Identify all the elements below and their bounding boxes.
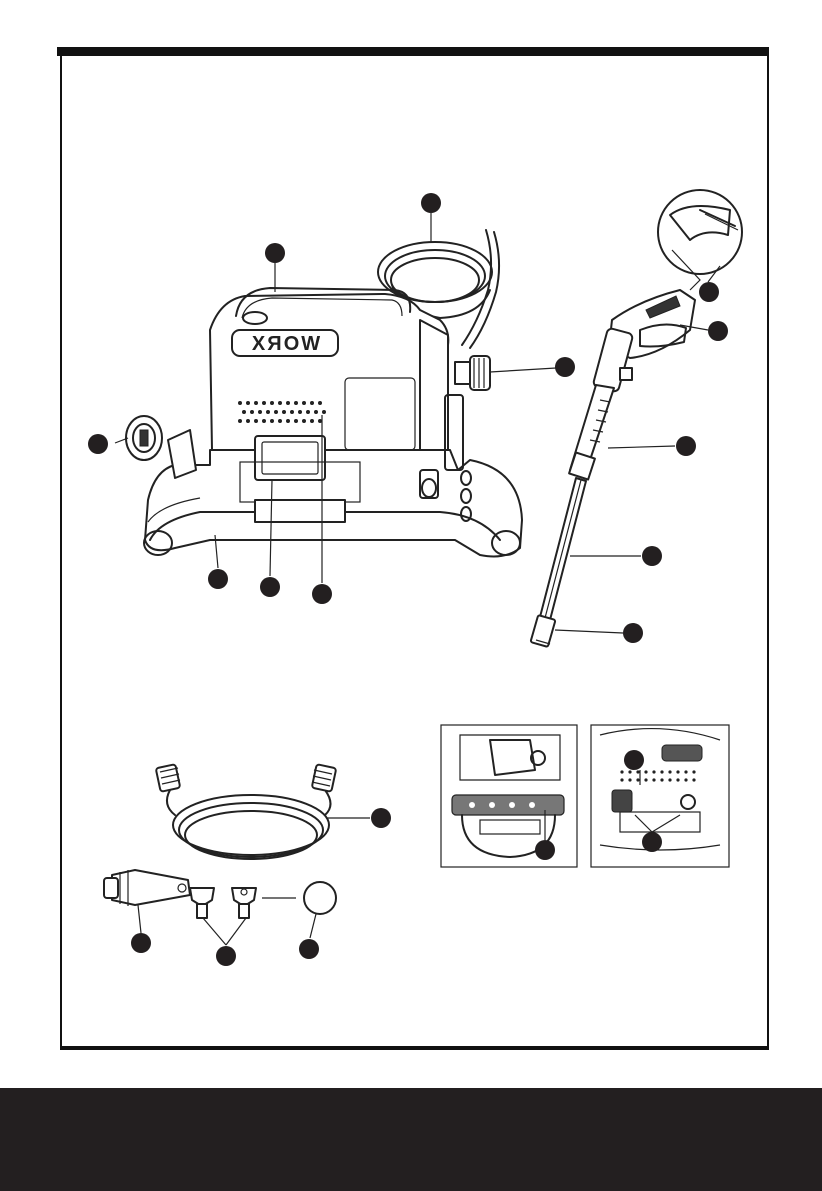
hose-knob-callout — [555, 357, 575, 377]
high-pressure-hose — [156, 764, 337, 859]
vent-hole — [262, 419, 266, 423]
vent-hole — [294, 401, 298, 405]
inset-left — [441, 725, 577, 867]
vent-hole — [310, 419, 314, 423]
inset-left-callout — [535, 840, 555, 860]
vent-hole — [286, 401, 290, 405]
inset-vent-hole — [660, 770, 663, 773]
inset-vent-hole — [692, 778, 695, 781]
quick-connect-nozzles — [190, 888, 256, 918]
inset-vent-hole — [668, 770, 671, 773]
inset-vent-hole — [660, 778, 663, 781]
rotary-turbo-nozzle — [104, 870, 190, 906]
vent-hole — [254, 401, 258, 405]
vent-hole — [258, 410, 262, 414]
vent-hole — [290, 410, 294, 414]
lance-callout — [642, 546, 662, 566]
inset-vent-hole — [636, 778, 639, 781]
vent-hole — [242, 410, 246, 414]
motor-housing — [210, 294, 448, 450]
inset-right-top-callout — [624, 750, 644, 770]
inset-vent-hole — [652, 770, 655, 773]
inset-vent-hole — [620, 770, 623, 773]
power-switch-callout — [260, 577, 280, 597]
vent-hole — [246, 401, 250, 405]
inset-vent-hole — [676, 778, 679, 781]
inset-vent-hole — [644, 770, 647, 773]
trigger-callout — [708, 321, 728, 341]
vent-hole — [254, 419, 258, 423]
vent-hole — [262, 401, 266, 405]
gun-holder-zoom-callout — [699, 282, 719, 302]
hp-hose-callout — [371, 808, 391, 828]
vent-hole — [274, 410, 278, 414]
vent-hole — [286, 419, 290, 423]
vent-hole — [238, 419, 242, 423]
rotary-nozzle-callout — [131, 933, 151, 953]
vent-hole — [278, 419, 282, 423]
trigger-lock-zoom — [658, 190, 742, 274]
carry-handle-callout — [265, 243, 285, 263]
accessory-circle-callout — [299, 939, 319, 959]
inset-vent-hole — [636, 770, 639, 773]
spray-gun-assembly — [530, 190, 742, 647]
inlet-filter-callout — [88, 434, 108, 454]
inset-vent-hole — [668, 778, 671, 781]
vent-grille-callout — [312, 584, 332, 604]
vent-hole — [294, 419, 298, 423]
vent-hole — [238, 401, 242, 405]
vent-hole — [270, 419, 274, 423]
inset-vent-hole — [676, 770, 679, 773]
hose-reel-callout — [421, 193, 441, 213]
inset-vent-hole — [620, 778, 623, 781]
vent-hole — [302, 401, 306, 405]
inset-vent-hole — [684, 778, 687, 781]
vent-hole — [314, 410, 318, 414]
vent-hole — [282, 410, 286, 414]
inset-vent-hole — [692, 770, 695, 773]
vent-hole — [298, 410, 302, 414]
vent-hole — [246, 419, 250, 423]
inset-right-bottom-callout — [642, 832, 662, 852]
vent-hole — [278, 401, 282, 405]
base-frame-callout — [208, 569, 228, 589]
brand-logo: WORX — [250, 333, 320, 355]
quick-connect-nozzles-callout — [216, 946, 236, 966]
vent-hole — [302, 419, 306, 423]
accessory-circle — [304, 882, 336, 914]
inset-vent-hole — [644, 778, 647, 781]
pressure-washer-main-unit: WORX — [126, 230, 522, 556]
inset-vent-hole — [628, 778, 631, 781]
vent-hole — [318, 401, 322, 405]
water-inlet — [126, 416, 196, 478]
vent-hole — [310, 401, 314, 405]
nozzle-tip-callout — [623, 623, 643, 643]
vent-hole — [322, 410, 326, 414]
vent-hole — [306, 410, 310, 414]
accessories-group — [104, 764, 336, 918]
spray-gun-callout — [676, 436, 696, 456]
inset-vent-hole — [652, 778, 655, 781]
vent-hole — [266, 410, 270, 414]
vent-hole — [270, 401, 274, 405]
hose-connector-knob — [455, 356, 490, 390]
vent-hole — [250, 410, 254, 414]
inset-vent-hole — [684, 770, 687, 773]
inset-vent-hole — [628, 770, 631, 773]
